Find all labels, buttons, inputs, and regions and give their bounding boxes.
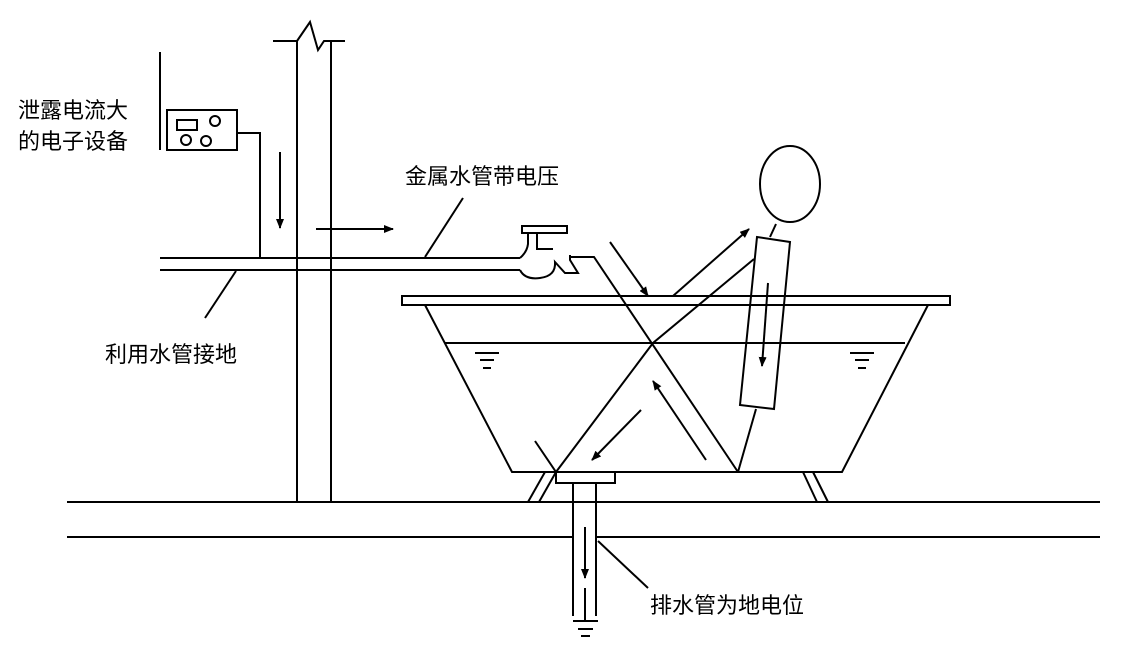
head [759, 145, 821, 223]
body [738, 235, 792, 411]
current-arrow [591, 409, 642, 461]
bathtub [401, 295, 951, 503]
vertical-pipe [273, 19, 345, 502]
tub-legs [527, 471, 829, 503]
person [737, 145, 821, 473]
pipe-ground-label: 利用水管接地 [105, 343, 237, 368]
water-symbol [475, 352, 499, 369]
current-arrow [672, 228, 750, 297]
current-arrow [652, 380, 707, 461]
pipe-ground-leader [204, 270, 237, 319]
metal-water-pipe [160, 257, 520, 271]
drain-leader [597, 540, 649, 589]
device-label-line1: 泄露电流大 [18, 99, 128, 124]
metal-pipe-label: 金属水管带电压 [405, 165, 559, 190]
current-arrow-body [758, 282, 769, 367]
drain-label: 排水管为地电位 [650, 594, 804, 619]
drain-pipe [555, 471, 616, 637]
water-symbol [850, 352, 874, 369]
current-arrow [609, 241, 649, 297]
faucet [519, 225, 580, 280]
device-label-line2: 的电子设备 [18, 130, 128, 155]
floor [67, 501, 1100, 538]
ground-icon [573, 620, 598, 637]
metal-pipe-leader [424, 197, 464, 258]
electronic-device [159, 52, 261, 258]
current-paths [534, 228, 755, 474]
device-wire [237, 132, 261, 258]
